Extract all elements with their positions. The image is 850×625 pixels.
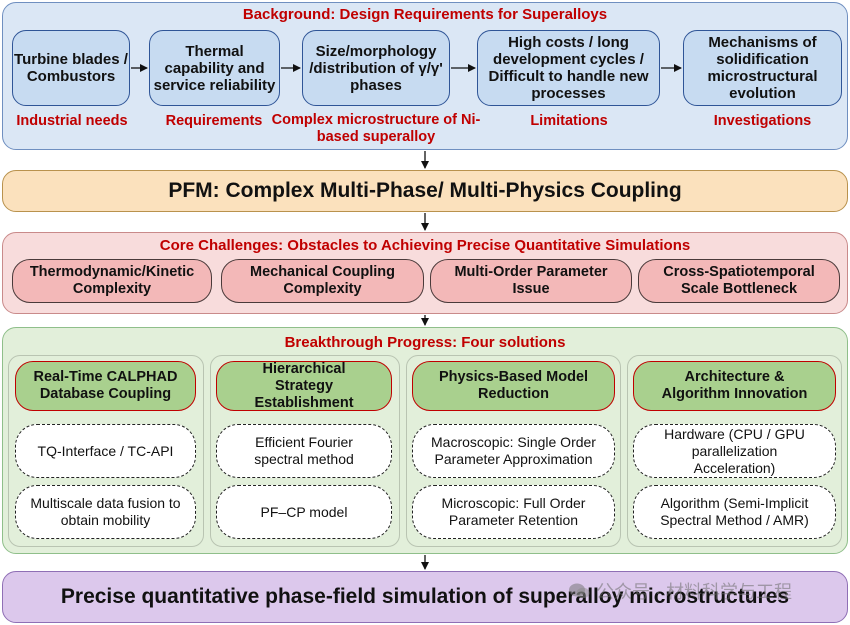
requirements-label: Requirements [165,112,263,129]
watermark: 公众号 · 材料科学与工程 [530,578,830,604]
breakthrough-title: Breakthrough Progress: Four solutions [284,333,566,351]
architecture-algorithm-header: Architecture & Algorithm Innovation [633,361,836,411]
watermark-text: 公众号 · 材料科学与工程 [596,582,792,602]
multi-order-parameter-box: Multi-Order Parameter Issue [430,259,632,303]
industrial-needs-label: Industrial needs [16,112,128,129]
pfm-coupling-bar: PFM: Complex Multi-Phase/ Multi-Physics … [2,170,848,212]
calphad-coupling-header: Real-Time CALPHAD Database Coupling [15,361,196,411]
core-challenges-title: Core Challenges: Obstacles to Achieving … [159,236,691,254]
hardware-acceleration-item: Hardware (CPU / GPU parallelization Acce… [633,424,836,478]
model-reduction-header: Physics-Based Model Reduction [412,361,615,411]
limitations-box: High costs / long development cycles / D… [477,30,660,106]
microscopic-retention-item: Microscopic: Full Order Parameter Retent… [412,485,615,539]
wechat-icon [568,582,590,600]
fourier-spectral-item: Efficient Fourier spectral method [216,424,392,478]
cross-scale-bottleneck-box: Cross-Spatiotemporal Scale Bottleneck [638,259,840,303]
phase-morphology-box: Size/morphology /distribution of γ/γ' ph… [302,30,450,106]
hierarchical-strategy-header: Hierarchical Strategy Establishment [216,361,392,411]
turbine-blades-box: Turbine blades / Combustors [12,30,130,106]
solidification-mechanisms-box: Mechanisms of solidification microstruct… [683,30,842,106]
thermo-kinetic-box: Thermodynamic/Kinetic Complexity [12,259,212,303]
complex-microstructure-label: Complex microstructure of Ni-based super… [271,112,481,145]
final-goal-bar: Precise quantitative phase-field simulat… [2,571,848,623]
investigations-label: Investigations [713,112,812,129]
multiscale-fusion-item: Multiscale data fusion to obtain mobilit… [15,485,196,539]
mechanical-coupling-box: Mechanical Coupling Complexity [221,259,424,303]
algorithm-item: Algorithm (Semi-Implicit Spectral Method… [633,485,836,539]
pf-cp-model-item: PF–CP model [216,485,392,539]
tq-interface-item: TQ-Interface / TC-API [15,424,196,478]
limitations-label: Limitations [530,112,608,129]
macroscopic-approximation-item: Macroscopic: Single Order Parameter Appr… [412,424,615,478]
background-title: Background: Design Requirements for Supe… [242,5,608,23]
thermal-capability-box: Thermal capability and service reliabili… [149,30,280,106]
